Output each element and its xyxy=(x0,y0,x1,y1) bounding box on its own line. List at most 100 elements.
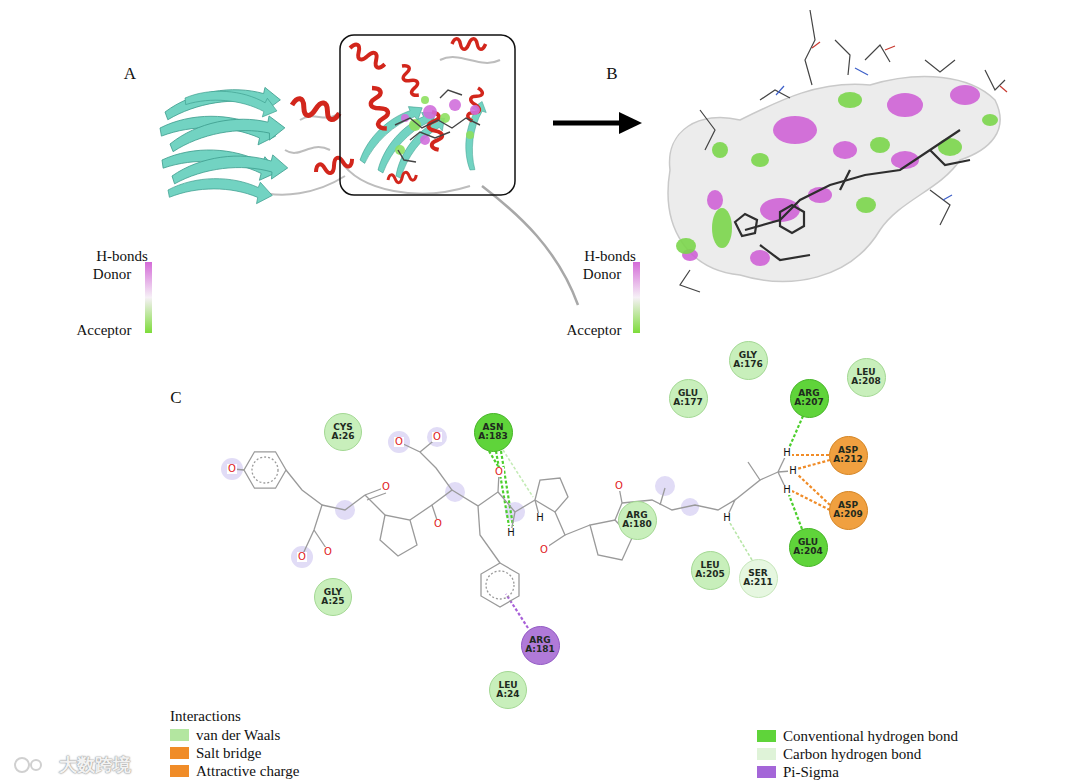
binding-surface xyxy=(887,93,923,117)
binding-surface xyxy=(870,137,890,153)
legend-row: Pi-Sigma xyxy=(757,764,839,781)
binding-surface xyxy=(668,77,1000,282)
legend-heading: Interactions xyxy=(170,709,241,724)
atom-label: O xyxy=(297,552,307,562)
interaction-lines xyxy=(797,474,830,505)
interaction-lines xyxy=(730,523,752,560)
residue-label: ASP A:212 xyxy=(833,446,863,465)
ligand-structure xyxy=(286,470,322,556)
residue-label: GLU A:204 xyxy=(793,538,823,557)
interaction-lines xyxy=(503,450,533,497)
protein-ribbon xyxy=(159,84,488,204)
atom-label: H xyxy=(722,513,732,523)
atom-label: H xyxy=(506,528,516,538)
residue-label: SER A:211 xyxy=(743,569,773,588)
residue-circle: SER A:211 xyxy=(739,559,778,598)
legend-text: Salt bridge xyxy=(196,745,261,762)
ligand-structure xyxy=(233,438,791,607)
binding-surface xyxy=(676,92,998,254)
binding-surface xyxy=(680,270,700,292)
ligand-structure xyxy=(481,563,519,607)
legend-row: Salt bridge xyxy=(170,745,261,762)
residue-label: ARG A:181 xyxy=(525,636,555,655)
residue-label: LEU A:24 xyxy=(496,681,519,700)
panel-letter: B xyxy=(606,65,617,82)
binding-surface xyxy=(950,85,980,105)
atom-label: H xyxy=(782,485,792,495)
binding-surface xyxy=(668,10,1007,292)
protein-ribbon xyxy=(395,90,480,162)
ligand-structure xyxy=(515,500,535,512)
protein-ribbon xyxy=(314,153,354,177)
atom-label: O xyxy=(539,545,549,555)
scale-label: H-bonds xyxy=(96,249,148,264)
binding-surface xyxy=(707,190,723,210)
protein-ribbon xyxy=(466,131,474,139)
protein-ribbon xyxy=(184,86,279,119)
protein-ribbon xyxy=(159,35,578,305)
ligand-structure xyxy=(544,512,565,549)
residue-label: LEU A:208 xyxy=(851,368,881,387)
residue-circle: ARG A:180 xyxy=(618,501,657,540)
hbond-scale-bar xyxy=(145,262,152,333)
binding-surface xyxy=(855,68,868,75)
residue-circle: ASP A:209 xyxy=(829,491,868,530)
binding-surface xyxy=(925,60,955,72)
binding-surface xyxy=(760,90,790,100)
atom-label: O xyxy=(614,481,624,491)
binding-surface xyxy=(773,116,817,144)
binding-surface xyxy=(776,86,784,95)
ligand-structure xyxy=(735,462,760,500)
binding-surface xyxy=(735,214,757,236)
ligand-structure xyxy=(365,495,385,515)
ligand-structure xyxy=(322,495,365,510)
legend-text: Conventional hydrogen bond xyxy=(783,728,958,745)
scale-label: Acceptor xyxy=(567,323,622,338)
binding-surface xyxy=(712,208,732,248)
atom-label: O xyxy=(394,437,404,447)
interaction-lines xyxy=(792,491,830,510)
atom-label: H xyxy=(535,513,545,523)
binding-surface xyxy=(680,10,1005,292)
interaction-lines xyxy=(489,416,830,628)
binding-surface xyxy=(712,142,728,158)
protein-ribbon xyxy=(395,96,474,155)
binding-surface xyxy=(812,42,820,48)
legend-swatch xyxy=(170,747,189,759)
protein-ribbon xyxy=(163,84,281,122)
atom-label: O xyxy=(381,482,391,492)
ligand-structure xyxy=(399,442,452,505)
residue-circle: LEU A:24 xyxy=(489,671,527,709)
atom-halo xyxy=(221,427,699,568)
legend-text: Carbon hydrogen bond xyxy=(783,746,921,763)
hbond-scale-bar xyxy=(633,262,640,333)
interaction-lines xyxy=(506,594,528,628)
atom-label: O xyxy=(227,464,237,474)
interaction-lines xyxy=(797,460,830,469)
atom-label: O xyxy=(323,547,333,557)
binding-surface xyxy=(780,205,804,233)
protein-ribbon xyxy=(398,150,416,162)
protein-ribbon xyxy=(387,171,417,185)
panel-arrow xyxy=(553,112,642,134)
legend-text: Attractive charge xyxy=(196,763,299,780)
protein-ribbon xyxy=(421,96,429,104)
legend-text: Pi-Sigma xyxy=(783,764,839,781)
protein-ribbon xyxy=(440,90,462,98)
binding-surface xyxy=(735,130,970,260)
protein-ribbon xyxy=(397,63,423,97)
ligand-structure xyxy=(565,525,590,535)
watermark-logo xyxy=(31,760,41,770)
residue-circle: CYS A:26 xyxy=(324,413,362,451)
ligand-structure xyxy=(660,488,665,505)
protein-ribbon xyxy=(449,99,461,111)
legend-swatch xyxy=(170,765,189,777)
binding-surface xyxy=(833,141,857,159)
binding-surface xyxy=(812,42,1007,92)
ligand-structure xyxy=(380,515,417,556)
legend-swatch xyxy=(170,729,189,741)
ligand-structure xyxy=(252,457,278,483)
legend-row: Attractive charge xyxy=(170,763,299,780)
